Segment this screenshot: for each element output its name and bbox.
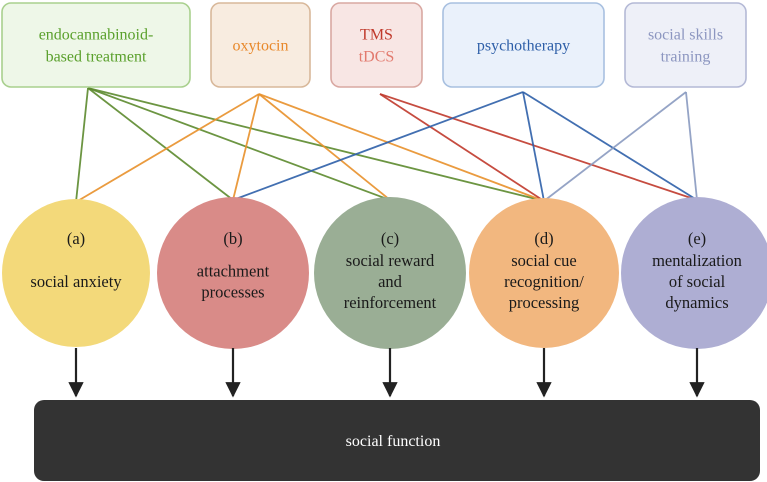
process-letter-d: (d) — [534, 229, 553, 248]
process-circle-shape — [2, 199, 150, 347]
treatment-box-psy: psychotherapy — [442, 2, 605, 88]
process-circle-b: (b) attachment processes — [157, 197, 309, 349]
process-letter-c: (c) — [381, 229, 399, 248]
link-psy-to-b — [232, 91, 524, 201]
process-label-e-line-2: of social — [669, 272, 726, 291]
treatment-label-oxy-line-1: oxytocin — [233, 38, 289, 55]
process-circle-e: (e) mentalization of social dynamics — [621, 197, 767, 349]
process-letter-b: (b) — [223, 229, 242, 248]
process-label-b-line-2: processes — [201, 283, 264, 302]
process-circle-d: (d) social cue recognition/processing — [469, 198, 619, 348]
social-function-bar — [34, 400, 760, 481]
process-label-c-line-2: and — [378, 272, 403, 291]
treatment-label-ssk-line-1: social skills — [648, 27, 723, 44]
treatment-box-frame — [330, 2, 423, 88]
link-endo-to-d — [87, 87, 545, 202]
link-tms-to-e — [379, 93, 698, 201]
outcome-arrows — [68, 348, 705, 398]
link-oxy-to-c — [258, 93, 391, 201]
treatment-label-tms-line-1: TMS — [360, 27, 393, 44]
treatment-box-frame — [624, 2, 747, 88]
treatment-label-endo-line-1: endocannabinoid- — [39, 27, 154, 44]
treatment-box-tms: TMS tDCS — [330, 2, 423, 88]
treatment-box-oxy: oxytocin — [210, 2, 311, 88]
link-oxy-to-d — [258, 93, 545, 202]
process-label-e-line-3: dynamics — [665, 293, 728, 312]
link-oxy-to-b — [232, 93, 260, 201]
treatment-label-tms-line-2: tDCS — [359, 49, 395, 66]
process-circle-shape — [621, 197, 767, 349]
process-letter-a: (a) — [67, 229, 85, 248]
link-endo-to-a — [75, 87, 89, 203]
process-circle-shape — [469, 198, 619, 348]
process-circle-a: (a) social anxiety — [2, 199, 150, 347]
process-circle-shape — [157, 197, 309, 349]
treatment-box-frame — [210, 2, 311, 88]
process-circle-shape — [314, 197, 466, 349]
process-circles: (a)social anxiety(b)attachmentprocesses(… — [2, 197, 767, 349]
link-tms-to-d — [379, 93, 545, 202]
process-label-d-line-3: processing — [509, 293, 580, 312]
link-endo-to-b — [87, 87, 234, 201]
treatment-box-frame — [1, 2, 191, 88]
social-function-label: social function — [346, 433, 441, 450]
treatment-boxes: endocannabinoid-based treatment oxytocin T… — [1, 2, 747, 88]
link-psy-to-e — [522, 91, 698, 201]
outcome-bar: social function — [34, 400, 760, 481]
process-label-c-line-1: social reward — [346, 251, 435, 270]
treatment-box-frame — [442, 2, 605, 88]
treatment-box-ssk: social skills training — [624, 2, 747, 88]
treatment-box-endo: endocannabinoid-based treatment — [1, 2, 191, 88]
treatment-label-endo-line-2: based treatment — [46, 49, 147, 66]
process-label-d-line-1: social cue — [511, 251, 577, 270]
process-label-c-line-3: reinforcement — [344, 293, 437, 312]
link-psy-to-d — [522, 91, 545, 202]
treatment-links — [75, 87, 698, 203]
treatment-label-psy-line-1: psychotherapy — [477, 38, 570, 55]
link-oxy-to-a — [75, 93, 260, 203]
process-label-e-line-1: mentalization — [652, 251, 742, 270]
link-ssk-to-d — [543, 91, 687, 202]
process-label-d-line-2: recognition/ — [504, 272, 584, 291]
process-label-b-line-1: attachment — [197, 262, 270, 281]
process-label-a-line-1: social anxiety — [30, 272, 122, 291]
link-ssk-to-e — [685, 91, 698, 201]
link-endo-to-c — [87, 87, 391, 201]
process-circle-c: (c) social reward and reinforcement — [314, 197, 466, 349]
treatment-label-ssk-line-2: training — [661, 49, 711, 66]
process-letter-e: (e) — [688, 229, 706, 248]
